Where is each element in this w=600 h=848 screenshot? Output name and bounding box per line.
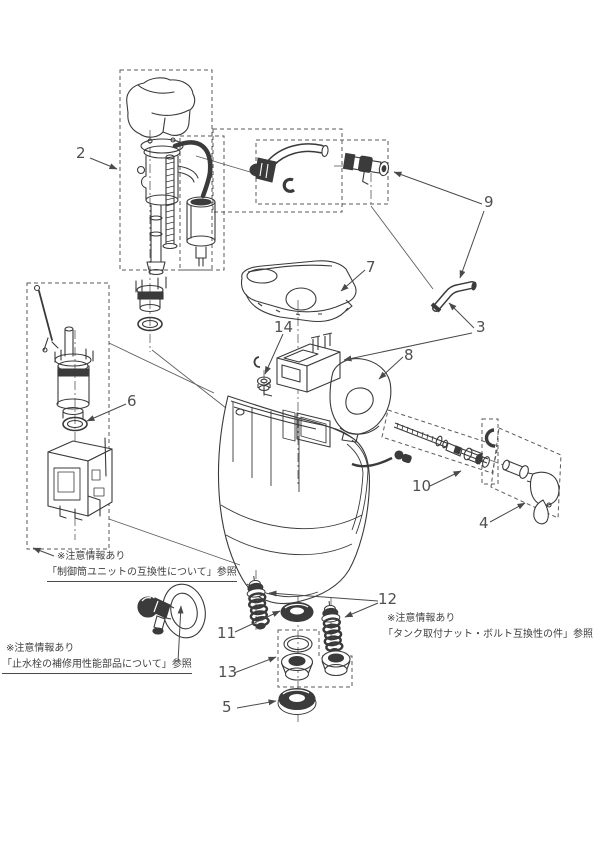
part-label-4: 4 bbox=[479, 514, 489, 532]
fill-valve-assembly bbox=[126, 77, 216, 276]
spindle-rod bbox=[393, 422, 490, 468]
fixing-screw bbox=[256, 376, 272, 394]
cup-washer-left bbox=[280, 652, 314, 681]
shank-o-ring bbox=[137, 316, 163, 332]
hose-connector bbox=[342, 152, 390, 185]
valve-lower-tube bbox=[146, 204, 166, 276]
cylinder bbox=[54, 326, 94, 419]
valve-cap bbox=[126, 77, 196, 138]
hose-clip bbox=[282, 177, 296, 193]
note-prefix: ※注意情報あり bbox=[6, 643, 75, 654]
control-box bbox=[47, 437, 113, 521]
elbow-tube bbox=[430, 281, 477, 313]
e-clip-box bbox=[481, 418, 499, 485]
o-ring-6 bbox=[62, 416, 88, 432]
pull-wire bbox=[351, 450, 412, 468]
control-cylinder-box bbox=[26, 282, 110, 550]
inner-bracket bbox=[329, 358, 392, 443]
part-label-10: 10 bbox=[412, 477, 432, 495]
connection-lines bbox=[108, 155, 434, 566]
flush-button-unit bbox=[253, 332, 341, 397]
tank-body bbox=[217, 395, 412, 605]
part-label-7: 7 bbox=[366, 258, 376, 276]
handle-box bbox=[490, 427, 562, 519]
part-label-5: 5 bbox=[222, 698, 232, 716]
part-label-12: 12 bbox=[378, 590, 398, 608]
tank-packing-11 bbox=[280, 602, 314, 622]
note-prefix: ※注意情報あり bbox=[57, 551, 126, 562]
float-cup-box bbox=[179, 135, 225, 271]
valve-threaded-rod bbox=[162, 154, 178, 250]
part-label-13: 13 bbox=[218, 663, 238, 681]
float-cup bbox=[186, 196, 216, 267]
part-label-6: 6 bbox=[127, 392, 137, 410]
tank-bolt-left bbox=[246, 576, 270, 630]
lid-button-recess bbox=[285, 287, 317, 311]
note-prefix: ※注意情報あり bbox=[387, 613, 456, 624]
washer-set bbox=[280, 635, 351, 681]
tank-inner-struts bbox=[232, 402, 300, 492]
note-shutoff-valve-parts: ※注意情報あり「止水栓の補修用性能部品について」参照 bbox=[2, 641, 192, 674]
cup-washer-right bbox=[321, 650, 351, 677]
valve-top-hose bbox=[172, 140, 213, 199]
part-label-11: 11 bbox=[217, 624, 237, 642]
small-clip bbox=[253, 356, 261, 368]
handle-unit bbox=[502, 459, 560, 525]
unit-prongs bbox=[310, 332, 333, 352]
tank-gasket-5 bbox=[277, 688, 317, 715]
part-label-9: 9 bbox=[484, 193, 494, 211]
shutoff-valve bbox=[137, 583, 206, 639]
callout-leaders bbox=[32, 157, 526, 709]
note-reference: 「制御筒ユニットの互換性について」参照 bbox=[47, 565, 237, 582]
control-cylinder-unit bbox=[33, 284, 113, 521]
note-control-cylinder-compat: ※注意情報あり「制御筒ユニットの互換性について」参照 bbox=[47, 549, 237, 582]
part-label-8: 8 bbox=[404, 346, 414, 364]
part-label-14: 14 bbox=[274, 318, 294, 336]
lid-small-recess bbox=[246, 268, 278, 284]
note-tank-bolt-compat: ※注意情報あり「タンク取付ナット・ボルト互換性の件」参照 bbox=[383, 611, 593, 642]
part-label-2: 2 bbox=[76, 144, 86, 162]
valve-shank-and-oring bbox=[135, 276, 167, 332]
float-rod bbox=[33, 284, 59, 353]
tank-lid bbox=[240, 260, 357, 323]
note-reference: 「止水栓の補修用性能部品について」参照 bbox=[2, 657, 192, 674]
dashed-group-boxes bbox=[26, 69, 562, 688]
part-label-3: 3 bbox=[476, 318, 486, 336]
spindle-box bbox=[381, 409, 499, 474]
e-clip bbox=[484, 428, 496, 448]
hose-outer-box bbox=[212, 128, 343, 213]
tank-bolt-right bbox=[321, 600, 344, 655]
washer-set-box bbox=[277, 629, 353, 688]
supply-hose-assembly bbox=[249, 143, 477, 313]
note-reference: 「タンク取付ナット・ボルト互換性の件」参照 bbox=[383, 628, 593, 640]
